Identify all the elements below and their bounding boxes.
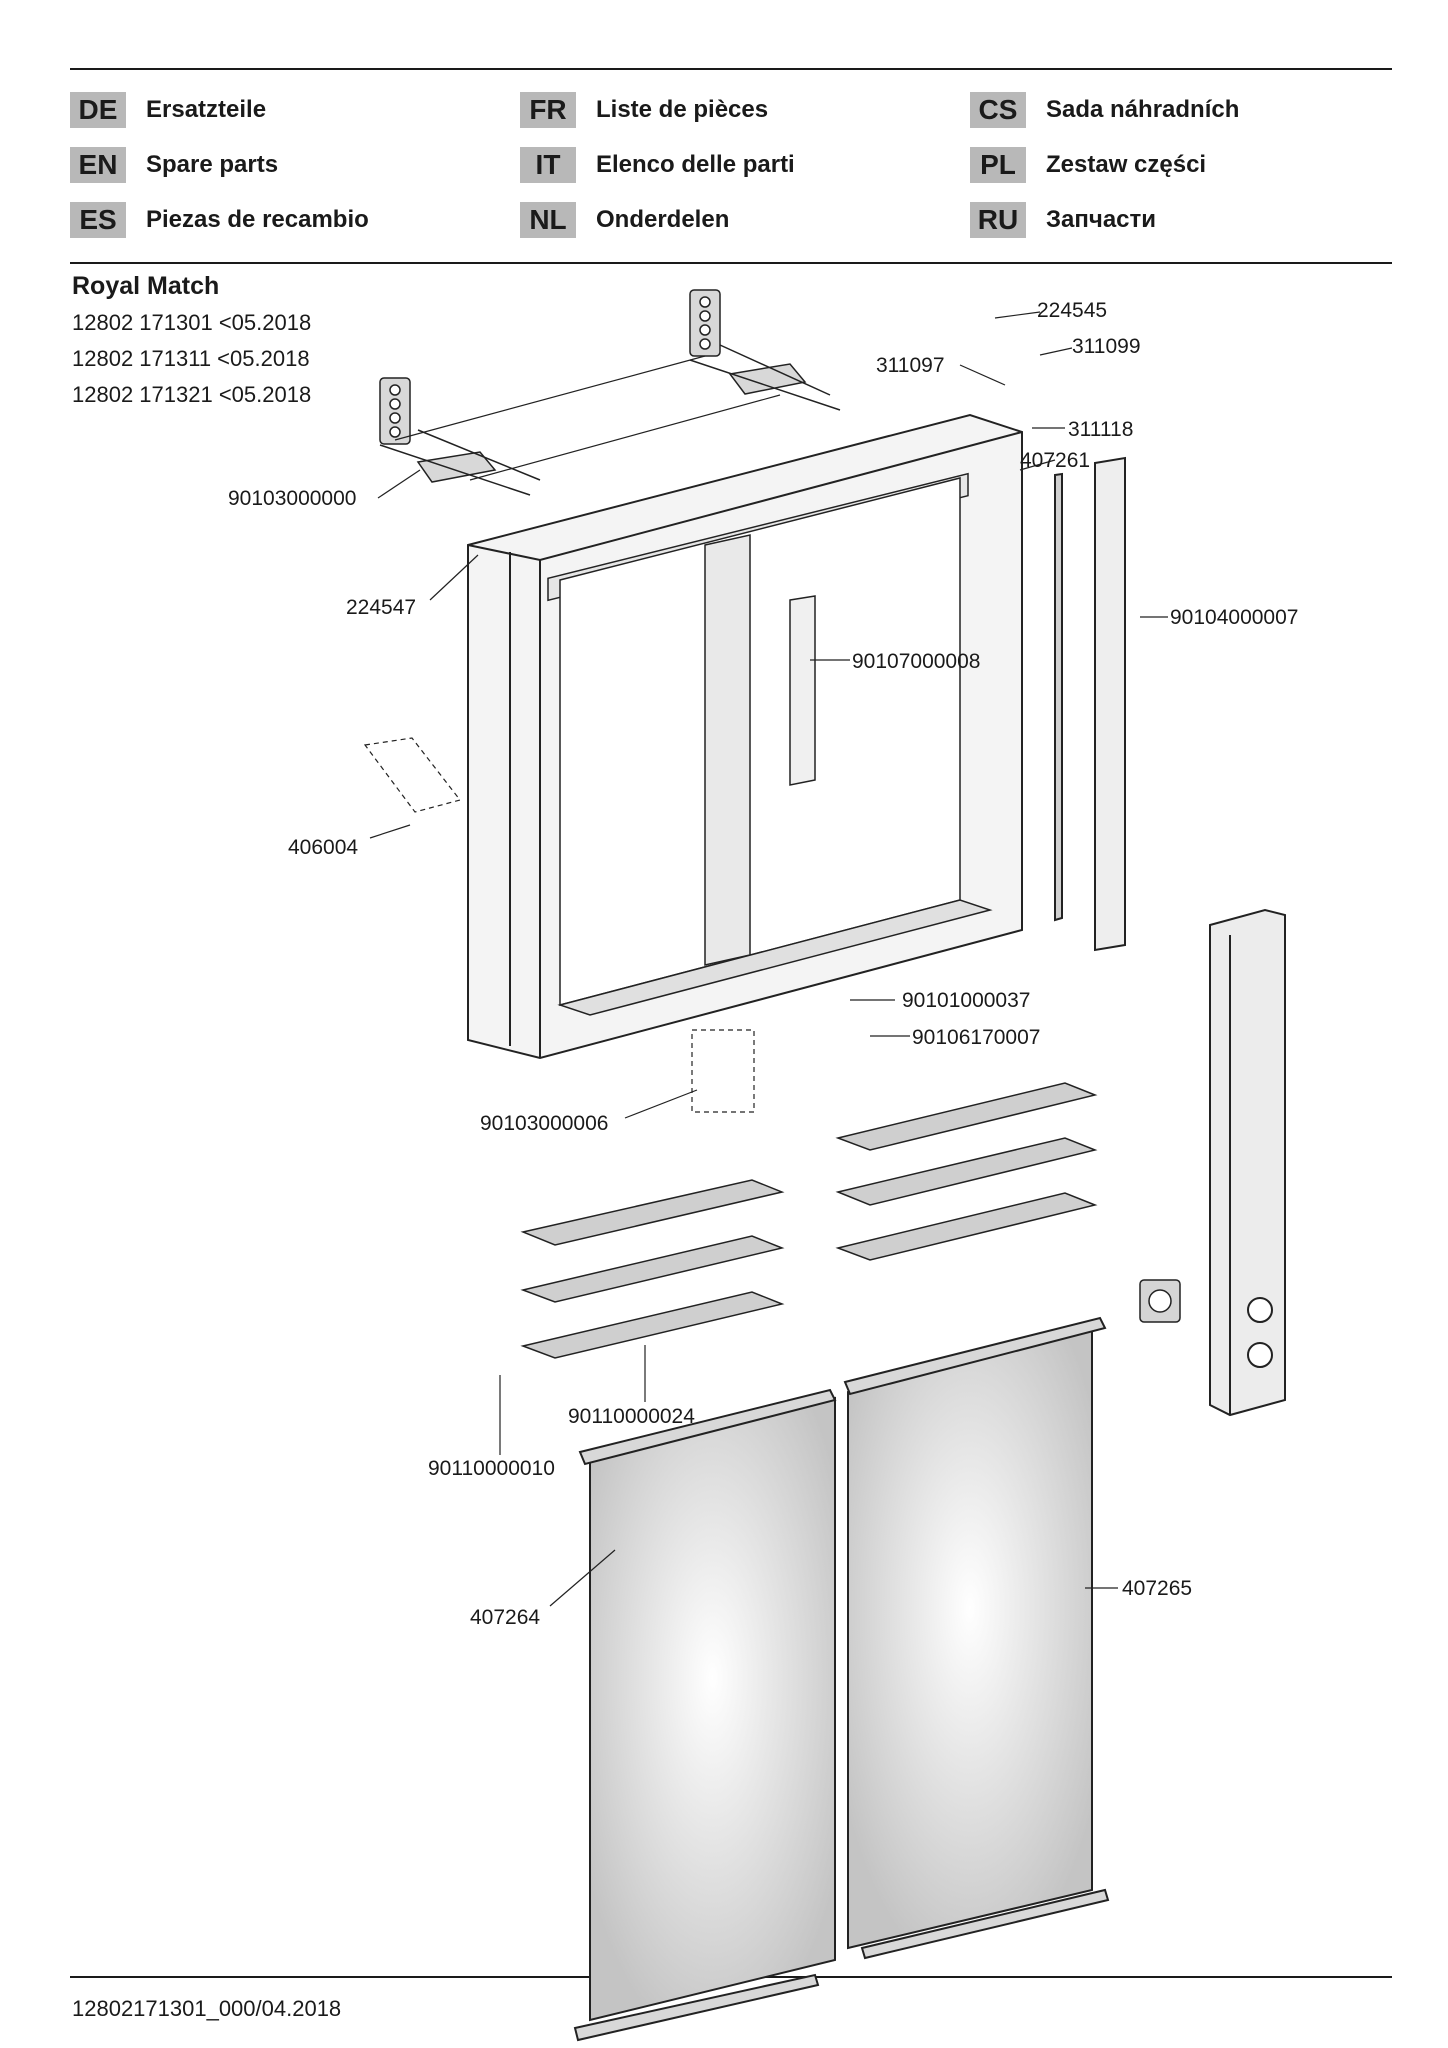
lang-title: Elenco delle parti	[596, 151, 795, 178]
product-variant: 12802 171301 <05.2018	[72, 310, 312, 335]
leader-lines	[369, 311, 1168, 1607]
lang-row-nl: NL Onderdelen	[520, 202, 729, 238]
lang-row-ru: RU Запчасти	[970, 202, 1156, 238]
lang-title: Piezas de recambio	[146, 206, 369, 233]
part-label: 311118	[1068, 418, 1133, 441]
part-label: 407261	[1020, 449, 1090, 472]
lang-code: ES	[70, 202, 126, 238]
lang-title: Onderdelen	[596, 206, 730, 233]
mounting-bracket-right	[689, 289, 841, 411]
lang-title: Запчасти	[1046, 206, 1157, 233]
part-label: 90110000010	[428, 1457, 555, 1480]
door-right	[843, 1316, 1110, 1960]
lang-code: CS	[970, 92, 1026, 128]
header-top-rule	[70, 68, 1392, 70]
hinge-detail-box	[691, 1029, 755, 1113]
lang-row-en: EN Spare parts	[70, 147, 278, 183]
mounting-bracket-left	[379, 377, 541, 496]
lang-code: RU	[970, 202, 1026, 238]
part-label: 224545	[1037, 299, 1107, 322]
part-label: 90110000024	[568, 1405, 695, 1428]
part-label: 407264	[470, 1606, 540, 1629]
part-label: 90103000006	[480, 1112, 608, 1135]
lang-title: Sada náhradních	[1046, 96, 1240, 123]
document-id: 12802171301_000/04.2018	[72, 1996, 342, 2021]
power-socket	[1139, 1279, 1181, 1323]
part-label: 311097	[876, 354, 945, 377]
lang-code: EN	[70, 147, 126, 183]
hinge-detail-box	[363, 737, 462, 813]
cabinet-side-panel	[1054, 456, 1126, 952]
lang-code: DE	[70, 92, 126, 128]
door-left	[573, 1388, 837, 2042]
lang-row-it: IT Elenco delle parti	[520, 147, 795, 183]
lang-title: Liste de pièces	[596, 96, 769, 123]
lang-code: PL	[970, 147, 1026, 183]
part-label: 90106170007	[912, 1026, 1040, 1049]
header-bottom-rule	[70, 262, 1392, 264]
glass-shelves	[520, 1082, 1098, 1359]
part-label: 90103000000	[228, 487, 356, 510]
bracket-rail-line	[394, 355, 706, 441]
lang-title: Ersatzteile	[146, 96, 267, 123]
lang-code: IT	[520, 147, 576, 183]
lang-row-fr: FR Liste de pièces	[520, 92, 768, 128]
part-label: 224547	[346, 596, 416, 619]
cabinet-body	[467, 413, 1023, 1060]
lang-row-pl: PL Zestaw części	[970, 147, 1206, 183]
part-label: 311099	[1072, 335, 1141, 358]
product-variant: 12802 171321 <05.2018	[72, 382, 312, 407]
lang-row-cs: CS Sada náhradních	[970, 92, 1239, 128]
lang-row-de: DE Ersatzteile	[70, 92, 266, 128]
part-label: 90101000037	[902, 989, 1030, 1012]
lang-code: NL	[520, 202, 576, 238]
lang-title: Spare parts	[146, 151, 279, 178]
part-label: 90104000007	[1170, 606, 1298, 629]
part-label: 407265	[1122, 1577, 1192, 1600]
part-label: 90107000008	[852, 650, 980, 673]
side-profile-column	[1209, 908, 1286, 1417]
part-label: 406004	[288, 836, 358, 859]
lang-row-es: ES Piezas de recambio	[70, 202, 369, 238]
product-title: Royal Match	[72, 272, 220, 300]
product-variant: 12802 171311 <05.2018	[72, 346, 310, 371]
bracket-rail-line	[469, 394, 781, 481]
lang-code: FR	[520, 92, 576, 128]
lang-title: Zestaw części	[1046, 151, 1207, 178]
